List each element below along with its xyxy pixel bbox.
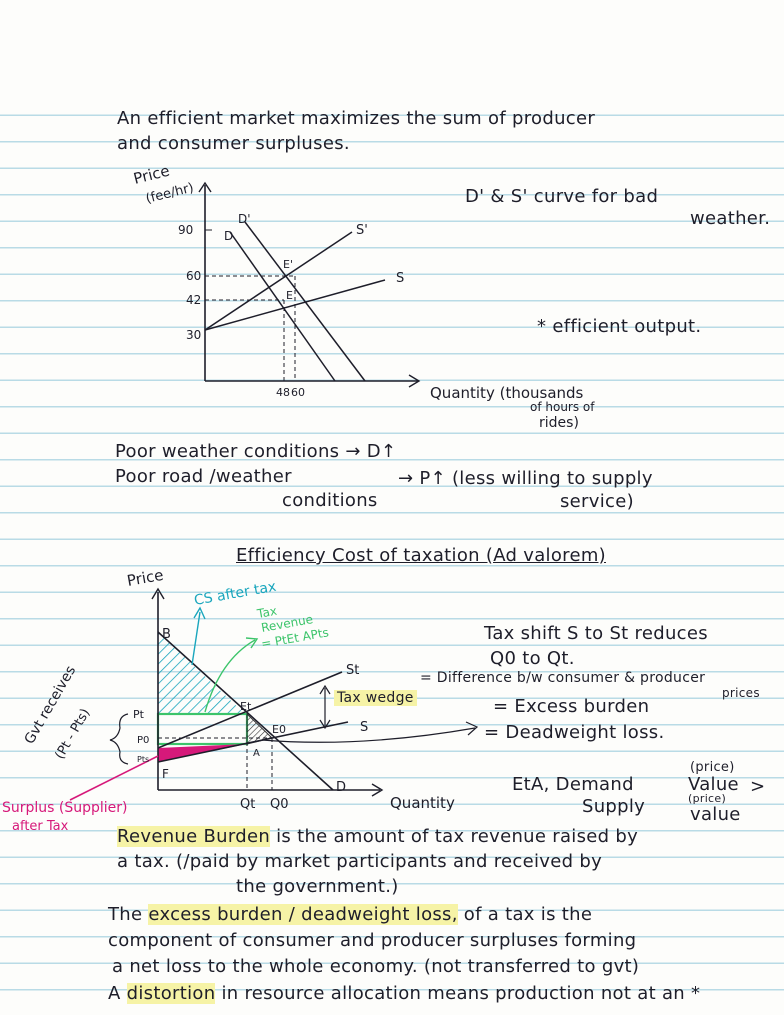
g2-surplus-1: Surplus (Supplier) [2, 800, 128, 816]
tax-shift-line-2: Q0 to Qt. [490, 648, 575, 669]
revenue-line-2: a tax. (/paid by market participants and… [117, 851, 603, 872]
g1-label-S-prime: S' [356, 223, 368, 238]
bad-weather-line-1: D' & S' curve for bad [465, 186, 659, 207]
g1-label-S: S [396, 271, 404, 286]
g1-xlabel-3: rides) [539, 415, 579, 431]
intro-line-1: An efficient market maximizes the sum of… [117, 108, 596, 129]
tax-wedge-label: Tax wedge [334, 690, 417, 706]
eta-supply: Supply [582, 796, 646, 817]
demand-curve-D [229, 231, 336, 382]
g2-tax-revenue-1: Tax [255, 604, 278, 621]
tax-shift-line-1: Tax shift S to St reduces [484, 623, 708, 644]
section-title: Efficiency Cost of taxation (Ad valorem) [236, 545, 606, 566]
g1-xlabel-1: Quantity (thousands [430, 384, 584, 402]
g2-label-D: D [336, 780, 346, 795]
g1-label-D: D [224, 229, 233, 243]
g2-ylabel: Price [126, 566, 165, 590]
g1-xtick-60: 60 [291, 386, 305, 399]
g2-label-Q0: Q0 [270, 797, 289, 812]
poor-road-line-1: Poor road /weather [115, 466, 292, 487]
difference-line-1: = Difference b/w consumer & producer [420, 670, 706, 686]
eta-supply-value: value [690, 804, 741, 825]
excess-line-2: component of consumer and producer surpl… [108, 930, 637, 951]
g1-label-E: E [286, 289, 293, 302]
poor-road-effect-1: → P↑ (less willing to supply [398, 468, 653, 489]
poor-weather-line: Poor weather conditions → D↑ [115, 441, 397, 462]
g1-label-D-prime: D' [238, 212, 251, 226]
eta-prefix: EtA, Demand [512, 774, 634, 795]
g2-label-P0: P0 [137, 735, 149, 746]
g2-label-E0: E0 [272, 723, 286, 736]
g2-gvt-receives-2: (Pt - Pts) [52, 706, 93, 762]
g2-xlabel: Quantity [390, 794, 455, 812]
g2-label-S: S [360, 720, 368, 735]
eta-value-word: Value [688, 774, 739, 795]
g2-label-Et: Et [240, 700, 252, 713]
g1-label-E-prime: E' [283, 258, 293, 271]
eta-gt: > [750, 776, 766, 797]
g2-label-Qt: Qt [240, 797, 255, 812]
distortion-line: A distortion in resource allocation mean… [108, 983, 701, 1004]
g2-label-Pts: Pts [137, 755, 149, 764]
revenue-line-3: the government.) [236, 876, 399, 897]
eta-supply-price: (price) [688, 792, 727, 805]
g2-supply-curve-S [157, 721, 349, 763]
revenue-line-1: Revenue Burden is the amount of tax reve… [117, 826, 639, 847]
excess-line-1: The excess burden / deadweight loss, of … [108, 904, 593, 925]
g1-xtick-48: 48 [276, 386, 290, 399]
poor-road-effect-2: service) [560, 491, 634, 512]
g1-xlabel-2: of hours of [530, 400, 595, 414]
difference-line-2: prices [722, 686, 760, 700]
g2-surplus-2: after Tax [12, 819, 69, 834]
g1-ytick-30: 30 [186, 328, 201, 342]
poor-road-line-2: conditions [282, 490, 378, 511]
g2-label-Pt: Pt [133, 708, 145, 721]
g2-cs-label: CS after tax [193, 579, 278, 609]
excess-line-3: a net loss to the whole economy. (not tr… [112, 956, 640, 977]
excess-burden-line: = Excess burden [493, 696, 650, 717]
g1-ytick-60: 60 [186, 269, 201, 283]
eta-price-word: (price) [690, 760, 735, 775]
g2-label-St: St [346, 663, 359, 678]
supply-curve-S-prime [204, 231, 353, 331]
efficient-output-note: * efficient output. [537, 316, 702, 337]
top-margin [0, 0, 784, 92]
g2-label-F: F [162, 767, 169, 781]
g2-label-B: B [162, 627, 171, 642]
bad-weather-line-2: weather. [690, 208, 771, 229]
g2-label-A: A [253, 748, 260, 759]
g1-ytick-42: 42 [186, 293, 201, 307]
intro-line-2: and consumer surpluses. [117, 133, 350, 154]
g1-ytick-90: 90 [178, 223, 193, 237]
deadweight-line: = Deadweight loss. [484, 722, 665, 743]
g2-supply-curve-St [157, 671, 343, 749]
